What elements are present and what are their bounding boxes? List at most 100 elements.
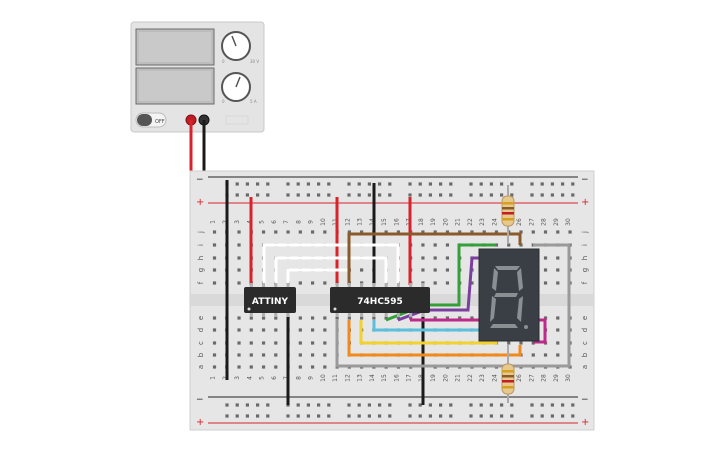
breadboard-hole[interactable] bbox=[317, 414, 321, 418]
segment-wire-magenta[interactable] bbox=[410, 318, 547, 344]
breadboard-hole[interactable] bbox=[428, 182, 432, 186]
breadboard-hole[interactable] bbox=[323, 281, 327, 285]
data-wire-2[interactable] bbox=[274, 256, 388, 285]
breadboard-hole[interactable] bbox=[298, 353, 302, 357]
breadboard-hole[interactable] bbox=[531, 353, 535, 357]
breadboard-hole[interactable] bbox=[428, 403, 432, 407]
breadboard-hole[interactable] bbox=[433, 230, 437, 234]
breadboard-hole[interactable] bbox=[561, 414, 565, 418]
breadboard-hole[interactable] bbox=[378, 193, 382, 197]
breadboard-hole[interactable] bbox=[296, 414, 300, 418]
breadboard-hole[interactable] bbox=[489, 182, 493, 186]
breadboard-hole[interactable] bbox=[543, 353, 548, 357]
breadboard-hole[interactable] bbox=[261, 341, 266, 345]
breadboard-hole[interactable] bbox=[296, 403, 300, 407]
breadboard-hole[interactable] bbox=[372, 316, 376, 320]
breadboard-hole[interactable] bbox=[327, 403, 331, 407]
current-knob[interactable] bbox=[221, 72, 251, 102]
breadboard-hole[interactable] bbox=[449, 414, 453, 418]
breadboard-hole[interactable] bbox=[556, 230, 560, 234]
breadboard-hole[interactable] bbox=[245, 182, 249, 186]
breadboard-hole[interactable] bbox=[212, 341, 217, 345]
breadboard-hole[interactable] bbox=[388, 193, 392, 197]
breadboard-hole[interactable] bbox=[306, 193, 310, 197]
breadboard-hole[interactable] bbox=[274, 328, 278, 332]
breadboard-hole[interactable] bbox=[561, 193, 565, 197]
breadboard-hole[interactable] bbox=[261, 316, 266, 320]
breadboard-hole[interactable] bbox=[261, 365, 266, 369]
breadboard-hole[interactable] bbox=[323, 328, 327, 332]
breadboard-hole[interactable] bbox=[445, 268, 450, 272]
breadboard-hole[interactable] bbox=[482, 230, 486, 234]
breadboard-hole[interactable] bbox=[433, 256, 437, 260]
breadboard-hole[interactable] bbox=[256, 403, 260, 407]
breadboard-hole[interactable] bbox=[428, 193, 432, 197]
segment-wire-purple[interactable] bbox=[397, 256, 484, 322]
breadboard-hole[interactable] bbox=[556, 328, 560, 332]
breadboard-hole[interactable] bbox=[433, 268, 437, 272]
breadboard-hole[interactable] bbox=[347, 414, 351, 418]
breadboard-hole[interactable] bbox=[296, 182, 300, 186]
breadboard-hole[interactable] bbox=[237, 281, 241, 285]
breadboard-hole[interactable] bbox=[507, 341, 511, 345]
voltage-knob[interactable] bbox=[221, 31, 251, 61]
breadboard-hole[interactable] bbox=[543, 268, 548, 272]
breadboard-hole[interactable] bbox=[306, 403, 310, 407]
breadboard-hole[interactable] bbox=[298, 341, 302, 345]
breadboard-hole[interactable] bbox=[507, 243, 511, 247]
breadboard-hole[interactable] bbox=[388, 182, 392, 186]
breadboard-hole[interactable] bbox=[237, 256, 241, 260]
breadboard-hole[interactable] bbox=[235, 182, 239, 186]
breadboard-hole[interactable] bbox=[360, 268, 364, 272]
breadboard-hole[interactable] bbox=[310, 328, 315, 332]
breadboard-hole[interactable] bbox=[212, 365, 217, 369]
breadboard-hole[interactable] bbox=[317, 403, 321, 407]
breadboard-hole[interactable] bbox=[494, 230, 499, 234]
breadboard-hole[interactable] bbox=[449, 403, 453, 407]
breadboard-hole[interactable] bbox=[556, 341, 560, 345]
breadboard-hole[interactable] bbox=[310, 353, 315, 357]
breadboard-hole[interactable] bbox=[249, 341, 253, 345]
breadboard-hole[interactable] bbox=[489, 193, 493, 197]
breadboard-hole[interactable] bbox=[543, 316, 548, 320]
breadboard-hole[interactable] bbox=[212, 316, 217, 320]
breadboard-hole[interactable] bbox=[540, 193, 544, 197]
attiny-chip[interactable]: ATTINY bbox=[244, 283, 296, 317]
breadboard-hole[interactable] bbox=[500, 182, 504, 186]
breadboard-hole[interactable] bbox=[510, 414, 514, 418]
breadboard-hole[interactable] bbox=[212, 328, 217, 332]
breadboard-hole[interactable] bbox=[408, 182, 412, 186]
breadboard-hole[interactable] bbox=[286, 230, 290, 234]
data-wire-1[interactable] bbox=[262, 243, 400, 285]
breadboard-hole[interactable] bbox=[237, 243, 241, 247]
breadboard-hole[interactable] bbox=[445, 230, 450, 234]
resistor-top[interactable] bbox=[501, 185, 515, 244]
breadboard-hole[interactable] bbox=[479, 414, 483, 418]
breadboard-hole[interactable] bbox=[458, 230, 462, 234]
breadboard-hole[interactable] bbox=[367, 182, 371, 186]
breadboard-hole[interactable] bbox=[261, 353, 266, 357]
breadboard-hole[interactable] bbox=[571, 414, 575, 418]
breadboard-hole[interactable] bbox=[286, 414, 290, 418]
breadboard-hole[interactable] bbox=[323, 365, 327, 369]
breadboard-hole[interactable] bbox=[531, 230, 535, 234]
breadboard-hole[interactable] bbox=[274, 353, 278, 357]
breadboard-hole[interactable] bbox=[500, 403, 504, 407]
breadboard-hole[interactable] bbox=[530, 403, 534, 407]
breadboard-hole[interactable] bbox=[249, 316, 253, 320]
breadboard-hole[interactable] bbox=[347, 316, 351, 320]
breadboard-hole[interactable] bbox=[298, 316, 302, 320]
breadboard-hole[interactable] bbox=[494, 243, 499, 247]
breadboard-hole[interactable] bbox=[225, 414, 229, 418]
breadboard-hole[interactable] bbox=[357, 193, 361, 197]
breadboard-hole[interactable] bbox=[469, 182, 473, 186]
breadboard-hole[interactable] bbox=[469, 193, 473, 197]
breadboard-hole[interactable] bbox=[323, 341, 327, 345]
breadboard-hole[interactable] bbox=[479, 403, 483, 407]
breadboard-hole[interactable] bbox=[449, 193, 453, 197]
breadboard-hole[interactable] bbox=[458, 316, 462, 320]
segment-wire-cyan[interactable] bbox=[372, 320, 484, 332]
segment-wire-gray[interactable] bbox=[335, 243, 571, 368]
breadboard-hole[interactable] bbox=[439, 403, 443, 407]
